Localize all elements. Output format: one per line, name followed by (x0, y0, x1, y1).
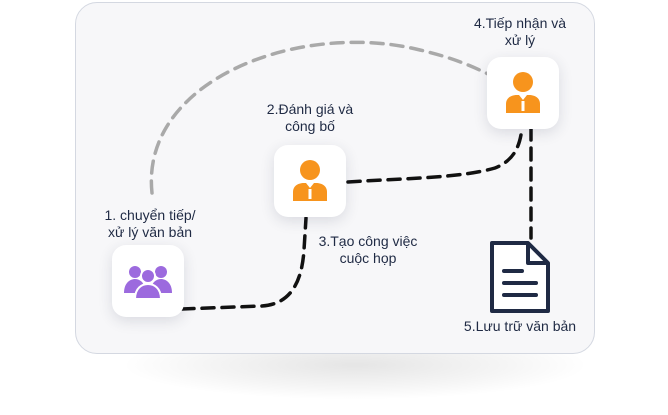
person-icon (506, 72, 540, 113)
step3-label-line1: 3.Tạo công việc (318, 233, 418, 249)
step5-label: 5.Lưu trữ văn bản (440, 318, 600, 335)
connector-step1-step2 (180, 216, 308, 311)
connector-step2-step4 (346, 126, 524, 184)
step4-label-line1: 4.Tiếp nhận và (473, 15, 567, 31)
step2-tile[interactable] (274, 145, 346, 217)
step2-label: 2.Đánh giá và công bố (240, 101, 380, 135)
step1-tile[interactable] (112, 245, 184, 317)
step4-label-line2: xử lý (504, 32, 536, 48)
step3-label-line2: cuộc họp (339, 250, 397, 266)
step4-tile[interactable] (487, 57, 559, 129)
document-icon (490, 241, 550, 313)
person-icon (293, 160, 327, 201)
step1-label-line1: 1. chuyển tiếp/ (104, 207, 196, 223)
step3-label: 3.Tạo công việc cuộc họp (298, 233, 438, 267)
group-icon (124, 266, 172, 300)
step1-label: 1. chuyển tiếp/ xử lý văn bản (80, 207, 220, 241)
step2-label-line2: công bố (285, 118, 335, 134)
step2-label-line1: 2.Đánh giá và (266, 101, 354, 117)
step5-label-line1: 5.Lưu trữ văn bản (463, 318, 577, 334)
step1-label-line2: xử lý văn bản (107, 224, 193, 240)
step4-label: 4.Tiếp nhận và xử lý (450, 15, 590, 49)
connector-step1-step4 (149, 40, 492, 195)
